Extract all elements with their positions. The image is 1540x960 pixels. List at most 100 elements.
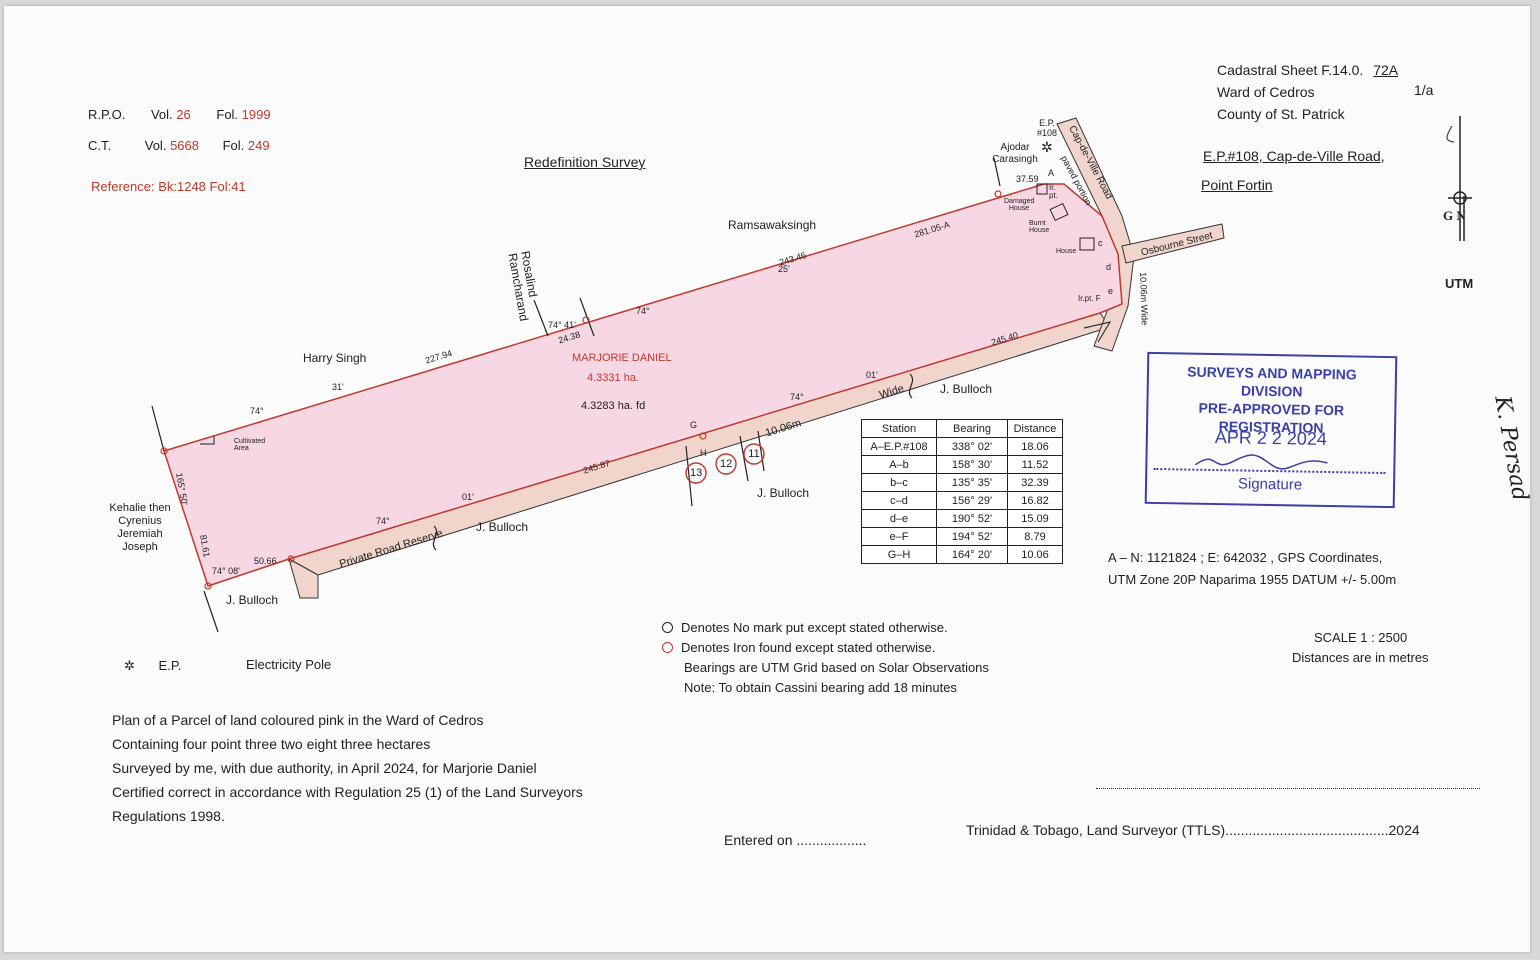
- grid-north-label: G N: [1443, 208, 1466, 223]
- approval-stamp: SURVEYS AND MAPPING DIVISION PRE-APPROVE…: [1144, 351, 1398, 509]
- burnt-house-icon: [1049, 202, 1069, 222]
- station-c: c: [1098, 238, 1103, 248]
- label-cultivated: Cultivated Area: [234, 438, 266, 452]
- ward-label: Ward of Cedros: [1217, 84, 1315, 100]
- certificate-text: Plan of a Parcel of land coloured pink i…: [112, 712, 583, 824]
- label-owner: MARJORIE DANIEL: [572, 352, 672, 364]
- bearing-74-08: 74° 08': [212, 566, 240, 576]
- rpo-label: R.P.O.: [88, 107, 126, 122]
- cadastral-sheet: Cadastral Sheet F.14.0. 72A: [1217, 62, 1399, 78]
- rpo-folio: 1999: [241, 107, 271, 122]
- label-j-bulloch-s: J. Bulloch: [757, 486, 810, 500]
- stamp-signature-label: Signature: [1237, 475, 1303, 494]
- cadastral-plan-sheet: R.P.O. Vol. 26 Fol. 1999 C.T. Vol. 5668 …: [4, 6, 1530, 952]
- signature-scribble-icon: [1194, 454, 1328, 470]
- label-ir-pt: Ir. pt.: [1049, 183, 1058, 200]
- gps-line-1: A – N: 1121824 ; E: 642032 , GPS Coordin…: [1108, 550, 1383, 565]
- gps-line-2: UTM Zone 20P Naparima 1955 DATUM +/- 5.0…: [1108, 572, 1397, 587]
- legend-note: Note: To obtain Cassini bearing add 18 m…: [684, 680, 957, 695]
- label-ajodar-carasingh: Ajodar Carasingh: [992, 142, 1038, 165]
- parcel-marjorie-daniel: [163, 183, 1123, 587]
- county-label: County of St. Patrick: [1217, 106, 1345, 122]
- label-harry-singh: Harry Singh: [303, 351, 367, 365]
- label-ep108: E.P. #108: [1036, 118, 1058, 138]
- label-house: House: [1056, 248, 1077, 255]
- table-header-row: Station Bearing Distance: [861, 419, 1063, 438]
- ct-volume: 5668: [170, 138, 199, 153]
- ct-folio: 249: [247, 138, 270, 153]
- dist-50-66: 50.66: [254, 556, 277, 566]
- land-surveyor-line: Trinidad & Tobago, Land Surveyor (TTLS).…: [966, 822, 1420, 838]
- label-burnt-house: Burnt House: [1029, 220, 1050, 234]
- cadastral-number: 72A: [1373, 62, 1399, 78]
- house-icon: [1079, 237, 1095, 251]
- electricity-pole-icon: ✲: [1041, 140, 1053, 156]
- ct-label: C.T.: [88, 138, 112, 153]
- station-e: e: [1108, 286, 1114, 296]
- survey-mark-11: [743, 443, 765, 465]
- bearing-74-nw: 74°: [250, 406, 264, 416]
- iron-found-circle-icon: [662, 642, 673, 653]
- label-ramsawaksingh: Ramsawaksingh: [728, 218, 817, 232]
- bearing-01-e: 01': [866, 370, 878, 380]
- parcel-plan-drawing: ✲: [151, 117, 1225, 633]
- cadastral-subsheet: 1/a: [1414, 82, 1434, 98]
- label-j-bulloch-road: J. Bulloch: [476, 520, 529, 534]
- electricity-pole-legend-icon: ✲: [124, 658, 135, 673]
- ct-line: C.T. Vol. 5668 Fol. 249: [88, 138, 270, 153]
- bearing-74-41: 74° 41': [548, 320, 576, 330]
- signature-line: [1096, 788, 1480, 789]
- bearing-74-n: 74°: [636, 306, 650, 316]
- bearing-01-w: 01': [462, 492, 474, 502]
- bearing-74-s: 74°: [790, 392, 804, 402]
- osbourne-street: [1121, 223, 1225, 264]
- bearing-74-sw: 74°: [376, 516, 390, 526]
- station-a: A: [1048, 168, 1055, 178]
- label-j-bulloch-sw: J. Bulloch: [226, 593, 279, 607]
- location-line-1: E.P.#108, Cap-de-Ville Road,: [1203, 148, 1385, 164]
- label-damaged-house: Damaged House: [1004, 198, 1035, 212]
- rpo-volume: 26: [176, 107, 191, 122]
- entered-on: Entered on ..................: [724, 832, 867, 848]
- survey-title: Redefinition Survey: [524, 154, 646, 170]
- bearing-25: 25': [778, 264, 790, 274]
- legend-no-mark: Denotes No mark put except stated otherw…: [662, 620, 948, 635]
- label-area-found: 4.3283 ha. fd: [581, 400, 646, 412]
- label-area: 4.3331 ha.: [587, 372, 639, 384]
- legend-ep: ✲ E.P.: [124, 658, 182, 673]
- legend-iron-found: Denotes Iron found except stated otherwi…: [662, 640, 935, 655]
- location-line-2: Point Fortin: [1201, 177, 1273, 193]
- legend-bearings: Bearings are UTM Grid based on Solar Obs…: [684, 660, 989, 675]
- rpo-line: R.P.O. Vol. 26 Fol. 1999: [88, 107, 271, 122]
- mark-13-label: 13: [690, 467, 703, 479]
- survey-mark-13: [685, 462, 707, 484]
- survey-mark-12: [715, 453, 737, 475]
- bearing-31: 31': [332, 382, 344, 392]
- reference-line: Reference: Bk:1248 Fol:41: [91, 179, 246, 194]
- road-stub: [288, 557, 319, 599]
- label-kehalie-joseph: Kehalie then Cyrenius Jeremiah Joseph: [109, 502, 171, 553]
- damaged-house-icon: [1036, 183, 1048, 195]
- station-g: G: [690, 420, 698, 430]
- scale-units: Distances are in metres: [1292, 650, 1429, 665]
- no-mark-circle-icon: [662, 622, 673, 633]
- legend-ep-desc: Electricity Pole: [246, 657, 332, 672]
- north-arrow-icon: [1446, 116, 1472, 241]
- mark-12-label: 12: [720, 458, 733, 470]
- dist-37-59: 37.59: [1016, 174, 1039, 184]
- station-h: H: [700, 448, 707, 458]
- scale-label: SCALE 1 : 2500: [1314, 630, 1408, 645]
- station-d: d: [1106, 262, 1112, 272]
- label-ir-pt-f: Ir.pt. F: [1078, 294, 1101, 303]
- label-10-06m-wide: 10.06m Wide: [1138, 272, 1150, 326]
- utm-label: UTM: [1445, 276, 1474, 291]
- label-j-bulloch-e: J. Bulloch: [940, 382, 993, 396]
